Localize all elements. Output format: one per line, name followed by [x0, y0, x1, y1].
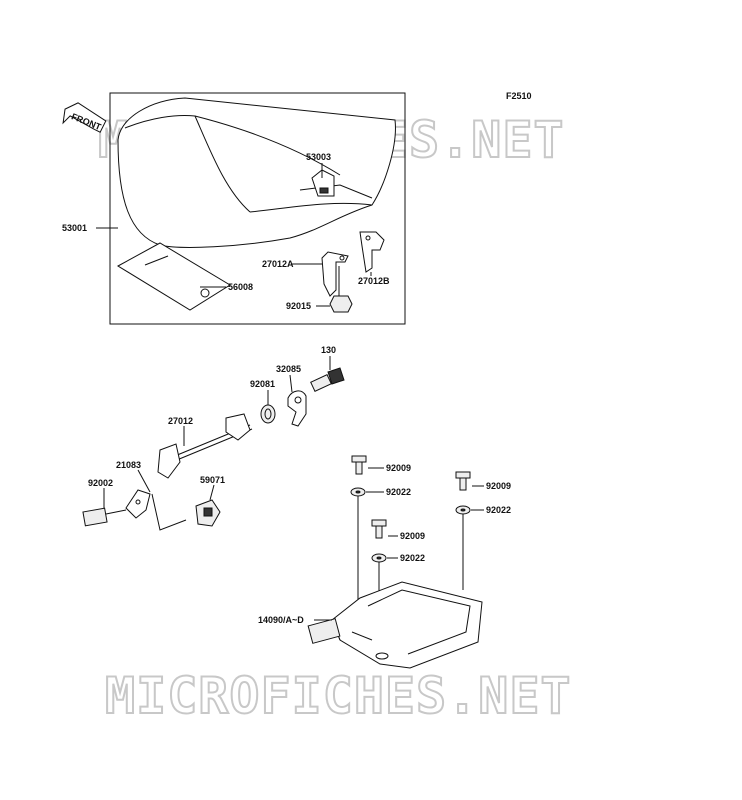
label-21083: 21083	[116, 460, 141, 470]
spring-92081-icon	[260, 404, 276, 424]
label-56008: 56008	[228, 282, 253, 292]
label-92015: 92015	[286, 301, 311, 311]
label-27012b: 27012B	[358, 276, 390, 286]
bolt-92009-center-icon	[371, 519, 387, 539]
label-92022-left: 92022	[386, 487, 411, 497]
bracket-27012b-icon	[359, 231, 385, 273]
bracket-27012a-icon	[321, 251, 349, 297]
label-27012: 27012	[168, 416, 193, 426]
lock-rod-27012-icon	[157, 413, 253, 479]
hook-32085-icon	[287, 390, 307, 427]
bolt-92002-icon	[82, 507, 127, 527]
label-92002: 92002	[88, 478, 113, 488]
washer-92022-right-icon	[455, 505, 471, 515]
label-53003: 53003	[306, 152, 331, 162]
cable-end-21083-icon	[125, 489, 151, 519]
label-32085: 32085	[276, 364, 301, 374]
bolt-130-icon	[310, 367, 345, 392]
label-92022-right: 92022	[486, 505, 511, 515]
bolt-92009-left-icon	[351, 455, 367, 475]
washer-92022-center-icon	[371, 553, 387, 563]
label-53001: 53001	[62, 223, 87, 233]
washer-92022-left-icon	[350, 487, 366, 497]
cover-14090-icon	[307, 581, 483, 669]
figure-code: F2510	[506, 91, 532, 101]
label-130: 130	[321, 345, 336, 355]
bracket-53003-icon	[311, 169, 335, 197]
label-59071: 59071	[200, 475, 225, 485]
label-14090: 14090/A~D	[258, 615, 304, 625]
nut-92015-icon	[329, 266, 353, 313]
bolt-92009-right-icon	[455, 471, 471, 491]
label-27012a: 27012A	[262, 259, 294, 269]
watermark-bottom: MICROFICHES.NET	[105, 667, 572, 725]
owners-manual-icon	[117, 242, 231, 311]
label-92009-center: 92009	[400, 531, 425, 541]
label-92009-right: 92009	[486, 481, 511, 491]
seat-assembly-box	[109, 92, 406, 325]
cable-holder-59071-icon	[195, 499, 221, 527]
seat-icon	[117, 97, 396, 248]
label-92009-left: 92009	[386, 463, 411, 473]
label-92081: 92081	[250, 379, 275, 389]
label-92022-center: 92022	[400, 553, 425, 563]
